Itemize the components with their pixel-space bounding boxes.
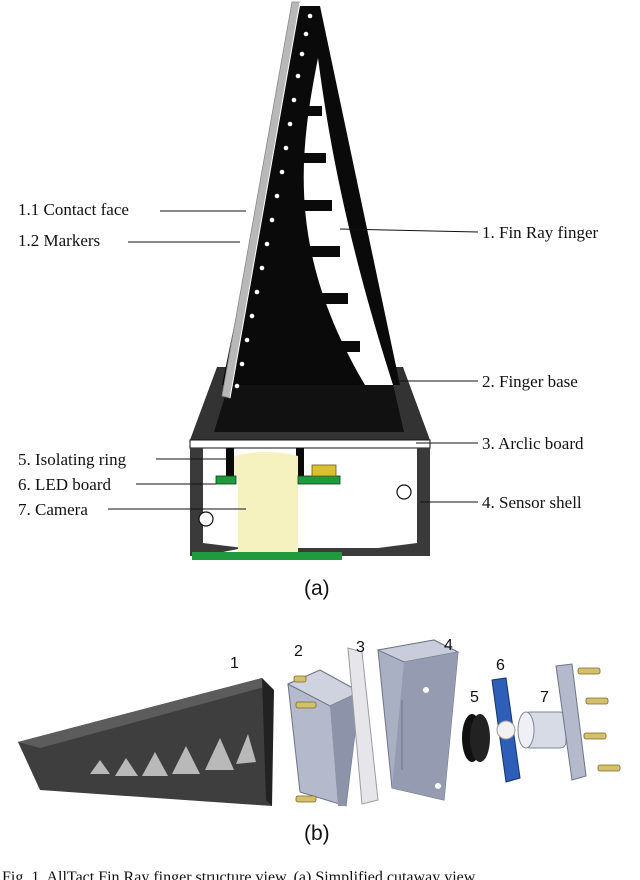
label-b-6: 6 <box>496 657 505 674</box>
exploded-view <box>18 639 621 807</box>
screws <box>293 667 621 803</box>
label-sensor-shell: 4. Sensor shell <box>482 493 582 512</box>
label-b-2: 2 <box>294 643 303 660</box>
arclic-board <box>189 439 431 449</box>
label-fin-ray-finger: 1. Fin Ray finger <box>482 223 598 242</box>
label-b-1: 1 <box>230 655 239 672</box>
cutaway-view <box>189 1 431 560</box>
sublabel-a: (a) <box>304 577 330 600</box>
finger-base-inner <box>214 380 404 432</box>
camera <box>234 452 298 552</box>
label-finger-base: 2. Finger base <box>482 372 578 391</box>
label-markers: 1.2 Markers <box>18 231 100 250</box>
part-camera <box>517 663 587 781</box>
part-fin-ray-finger <box>18 678 274 806</box>
led-board <box>215 464 341 485</box>
label-b-7: 7 <box>540 689 549 706</box>
sublabel-b: (b) <box>304 822 330 845</box>
label-isolating-ring: 5. Isolating ring <box>18 450 127 469</box>
label-contact-face: 1.1 Contact face <box>18 200 129 219</box>
part-isolating-ring <box>462 714 490 762</box>
camera-pcb <box>192 552 342 560</box>
part-led-board <box>491 677 521 783</box>
label-led-board: 6. LED board <box>18 475 112 494</box>
figure-caption: Fig. 1. AllTact Fin Ray finger structure… <box>2 869 476 880</box>
label-b-5: 5 <box>470 689 479 706</box>
isolating-ring <box>226 448 304 476</box>
markers <box>234 13 313 389</box>
leader-lines-a <box>108 210 479 510</box>
part-sensor-shell <box>376 639 460 801</box>
fin-ray-ribs <box>292 106 360 352</box>
contact-face-edge <box>229 1 301 399</box>
part-arclic-board <box>347 647 379 805</box>
part-finger-base <box>286 669 362 807</box>
label-b-4: 4 <box>444 637 453 654</box>
label-arclic-board: 3. Arclic board <box>482 434 584 453</box>
label-b-3: 3 <box>356 639 365 656</box>
label-camera: 7. Camera <box>18 500 88 519</box>
